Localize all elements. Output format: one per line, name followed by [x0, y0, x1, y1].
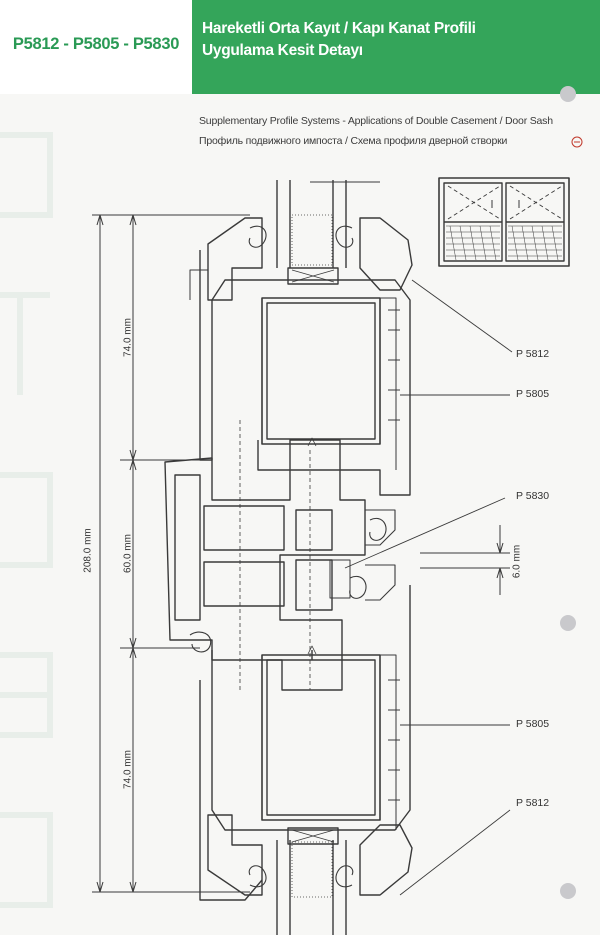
glass-pane-top [276, 180, 380, 268]
dimension-middle: 60.0 mm [122, 534, 134, 573]
binder-hole-1 [560, 86, 576, 102]
binder-hole-3 [560, 883, 576, 899]
title-line-2: Uygulama Kesit Detayı [202, 42, 363, 59]
dimension-top: 74.0 mm [122, 318, 134, 357]
profile-codes: P5812 - P5805 - P5830 [12, 34, 180, 53]
subtitle-english: Supplementary Profile Systems - Applicat… [199, 115, 553, 127]
binder-hole-2 [560, 615, 576, 631]
dimension-bottom: 74.0 mm [122, 750, 134, 789]
watermark-logo [0, 132, 53, 908]
lower-sash-profile [199, 585, 413, 901]
title-line-1: Hareketli Orta Kayıt / Kapı Kanat Profil… [202, 20, 476, 37]
title-banner: Hareketli Orta Kayıt / Kapı Kanat Profil… [192, 0, 600, 94]
label-p5805-bottom: P 5805 [516, 718, 550, 730]
label-p5812-top: P 5812 [516, 348, 550, 360]
double-door-elevation-icon [438, 177, 570, 267]
label-p5805-top: P 5805 [516, 388, 550, 400]
subtitle-russian: Профиль подвижного импоста / Схема профи… [199, 135, 508, 147]
dimension-total: 208.0 mm [82, 528, 94, 573]
profile-codes-box: P5812 - P5805 - P5830 [0, 0, 192, 94]
label-p5812-bottom: P 5812 [516, 797, 550, 809]
dimension-gap: 6.0 mm [511, 544, 523, 579]
glass-pane-bottom [276, 840, 347, 935]
upper-sash-profile [189, 217, 413, 496]
label-p5830: P 5830 [516, 490, 550, 502]
